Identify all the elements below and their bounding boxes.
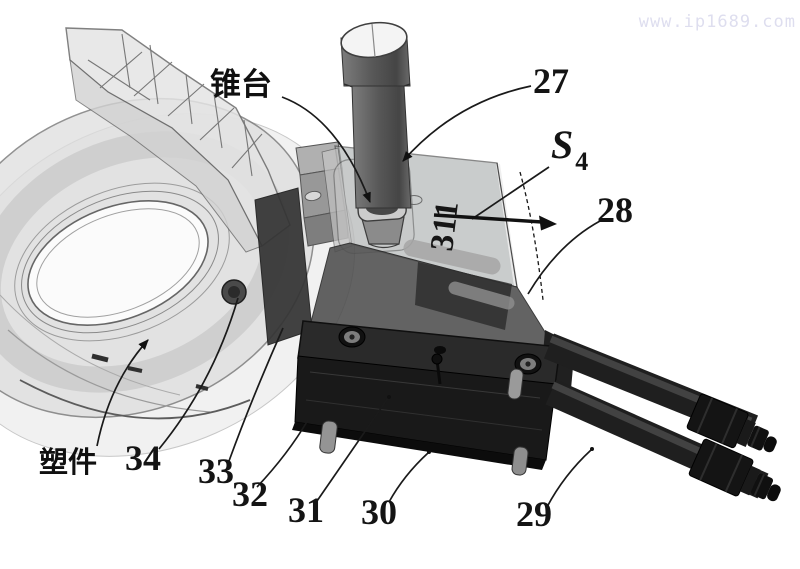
leader-31 [316,397,389,502]
leader-s4 [471,166,550,220]
leader-34 [158,297,239,450]
guide-pins [319,368,529,476]
callout-311: 311 [424,198,466,253]
callout-plastic-part: 塑件 [39,446,97,479]
screw-right [514,353,542,375]
arrow-s4-head [539,215,557,231]
leader-32 [256,419,309,488]
cooling-tubes [543,333,781,502]
callout-34: 34 [125,438,161,478]
leader-cone [281,96,371,204]
lower-block [292,353,557,476]
callout-27: 27 [533,61,569,101]
leader-lines [96,85,601,508]
callout-28: 28 [597,190,633,230]
leader-29 [546,449,592,508]
callout-32: 32 [232,474,268,514]
callout-31: 31 [288,490,324,530]
leader-30 [388,452,429,503]
screw-left [338,326,366,348]
callout-29: 29 [516,494,552,534]
leader-28 [527,220,601,295]
plastic-part-frame-arm [65,27,291,253]
hose-fitting-upper [686,393,777,453]
leader-33 [228,327,284,462]
leader-plastic-part [96,339,149,447]
callout-s4: S 4 [551,122,588,176]
cylinder-sprue [340,21,412,209]
callout-33: 33 [198,451,234,491]
arrow-s4-shaft [433,213,543,224]
leader-27 [402,85,532,162]
callout-cone: 锥台 [210,67,272,102]
callout-labels: 锥台 27 S 4 28 311 塑件 34 33 32 31 30 29 [39,61,633,534]
hose-fitting-lower [688,438,781,502]
callout-30: 30 [361,492,397,532]
watermark: www.ip1689.com [639,12,796,32]
